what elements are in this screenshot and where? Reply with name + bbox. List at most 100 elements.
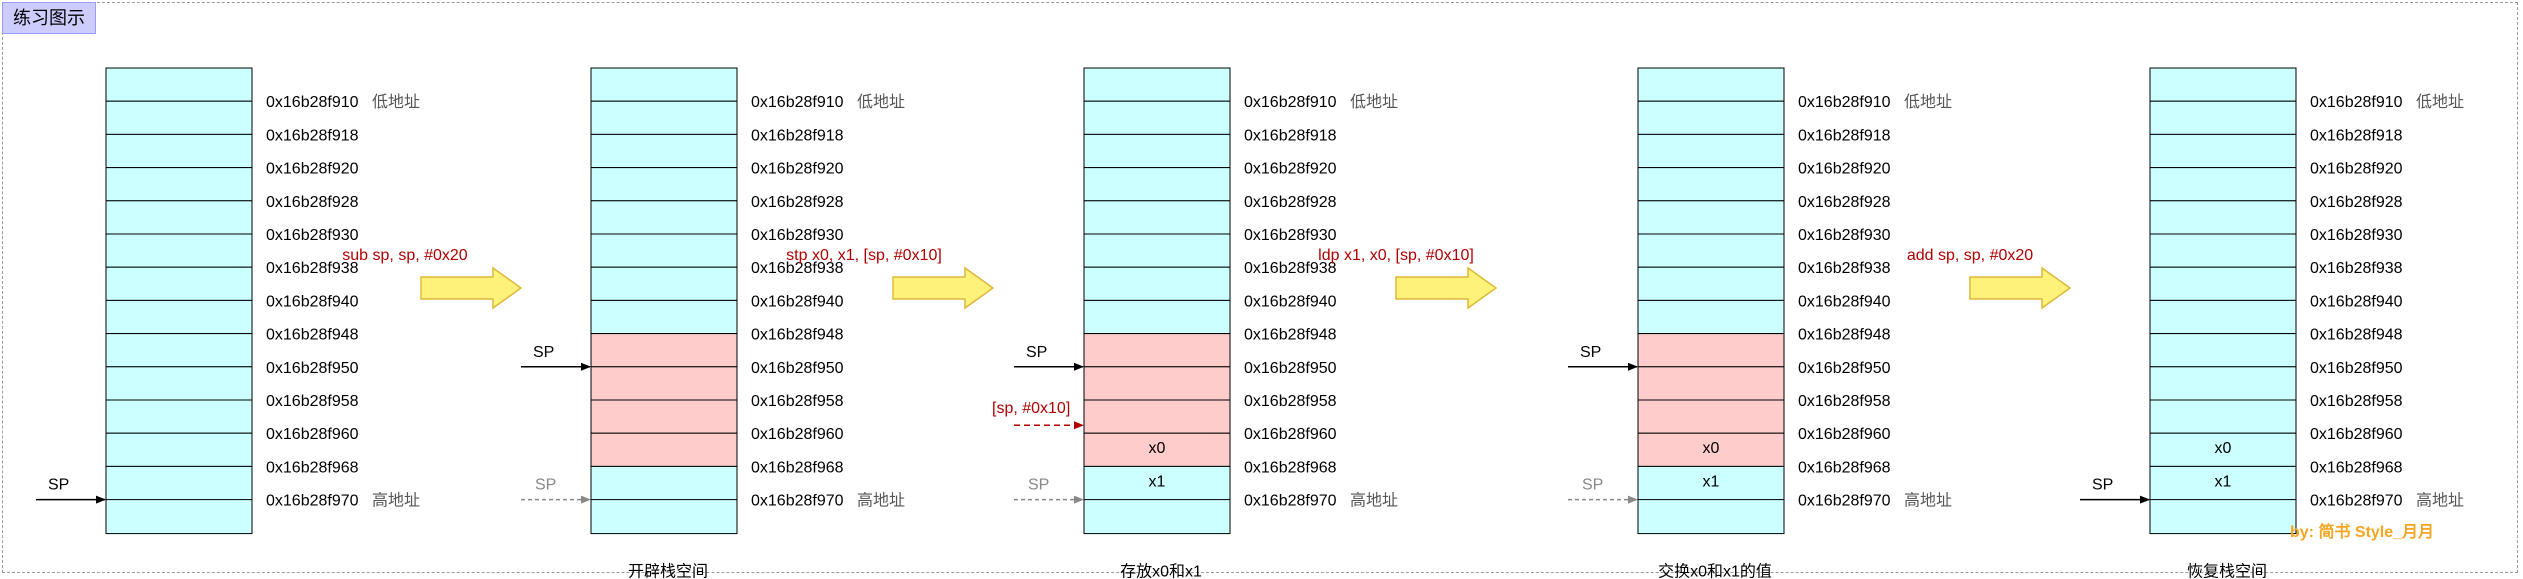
stack-cell	[105, 167, 253, 202]
address-label: 0x16b28f960	[1798, 426, 1891, 443]
address-label: 0x16b28f950	[751, 360, 844, 377]
address-label: 0x16b28f930	[751, 227, 844, 244]
address-label: 0x16b28f968	[266, 459, 359, 476]
x0-value: x0	[2215, 440, 2232, 457]
frame-title: 练习图示	[2, 2, 96, 34]
stack-cell	[2149, 366, 2297, 401]
stack-cell	[590, 200, 738, 235]
stack-cell	[1637, 299, 1785, 335]
address-label: 0x16b28f970	[1244, 493, 1337, 510]
address-label: 0x16b28f940	[1798, 293, 1891, 310]
stack-cell	[1083, 67, 1231, 102]
stack-cell	[2149, 299, 2297, 335]
stack-cell	[2149, 233, 2297, 268]
address-label: 0x16b28f920	[266, 161, 359, 178]
instruction-label: stp x0, x1, [sp, #0x10]	[786, 247, 942, 264]
stack-caption: 开辟栈空间	[628, 563, 708, 579]
address-label: 0x16b28f938	[1244, 260, 1337, 277]
stack-cell	[2149, 266, 2297, 301]
address-label: 0x16b28f938	[1798, 260, 1891, 277]
address-label: 0x16b28f940	[1244, 293, 1337, 310]
address-label: 0x16b28f928	[2310, 194, 2403, 211]
stack-cell	[2149, 200, 2297, 235]
stack-cell	[2149, 465, 2297, 501]
step-arrow-icon	[1969, 266, 2072, 310]
stack-cell	[590, 233, 738, 268]
address-label: 0x16b28f960	[2310, 426, 2403, 443]
address-label: 0x16b28f938	[266, 260, 359, 277]
address-label: 0x16b28f910	[751, 94, 844, 111]
address-label: 0x16b28f910	[2310, 94, 2403, 111]
offset-pointer-label: [sp, #0x10]	[992, 400, 1070, 417]
address-label: 0x16b28f940	[751, 293, 844, 310]
stack-cell	[2149, 432, 2297, 467]
old-sp-pointer-label: SP	[1582, 477, 1603, 494]
stack-cell	[105, 399, 253, 434]
stack-cell	[105, 299, 253, 335]
old-sp-pointer-label: SP	[1028, 477, 1049, 494]
address-label: 0x16b28f920	[751, 161, 844, 178]
low-address-label: 低地址	[2416, 93, 2464, 111]
address-label: 0x16b28f918	[1244, 127, 1337, 144]
instruction-label: sub sp, sp, #0x20	[342, 247, 468, 264]
address-label: 0x16b28f950	[1798, 360, 1891, 377]
stack-cell	[2149, 167, 2297, 202]
address-label: 0x16b28f918	[1798, 127, 1891, 144]
stack-cell	[1083, 266, 1231, 301]
address-label: 0x16b28f910	[266, 94, 359, 111]
stack-cell	[590, 333, 738, 368]
old-sp-pointer-label: SP	[535, 477, 556, 494]
address-label: 0x16b28f930	[266, 227, 359, 244]
instruction-label: add sp, sp, #0x20	[1907, 247, 2033, 264]
stack-cell	[105, 133, 253, 169]
stack-cell	[590, 399, 738, 434]
stack-cell	[1083, 333, 1231, 368]
stack-cell	[1083, 299, 1231, 335]
stack-cell	[105, 200, 253, 235]
stack-cell	[105, 333, 253, 368]
stack-cell	[590, 465, 738, 501]
address-label: 0x16b28f968	[1244, 459, 1337, 476]
low-address-label: 低地址	[1904, 93, 1952, 111]
stack-cell	[1637, 233, 1785, 268]
address-label: 0x16b28f910	[1798, 94, 1891, 111]
stack-cell	[1637, 333, 1785, 368]
address-label: 0x16b28f930	[1798, 227, 1891, 244]
address-label: 0x16b28f970	[751, 493, 844, 510]
stack-cell	[1637, 200, 1785, 235]
stack-caption: 存放x0和x1	[1120, 563, 1202, 579]
address-label: 0x16b28f970	[266, 493, 359, 510]
address-label: 0x16b28f948	[266, 327, 359, 344]
address-label: 0x16b28f958	[1798, 393, 1891, 410]
address-label: 0x16b28f948	[1244, 327, 1337, 344]
signature: by: 简书 Style_月月	[2290, 522, 2434, 541]
address-label: 0x16b28f960	[1244, 426, 1337, 443]
stack-cell	[1637, 67, 1785, 102]
address-label: 0x16b28f968	[751, 459, 844, 476]
address-label: 0x16b28f950	[266, 360, 359, 377]
stack-cell	[105, 233, 253, 268]
low-address-label: 低地址	[857, 93, 905, 111]
high-address-label: 高地址	[1904, 492, 1952, 510]
stack-cell	[2149, 333, 2297, 368]
address-label: 0x16b28f930	[2310, 227, 2403, 244]
stack-cell	[1637, 266, 1785, 301]
address-label: 0x16b28f918	[751, 127, 844, 144]
x1-value: x1	[1149, 473, 1166, 490]
stack-caption: 恢复栈空间	[2187, 563, 2267, 579]
high-address-label: 高地址	[857, 492, 905, 510]
stack-cell	[590, 67, 738, 102]
address-label: 0x16b28f968	[1798, 459, 1891, 476]
address-label: 0x16b28f948	[751, 327, 844, 344]
address-label: 0x16b28f938	[751, 260, 844, 277]
stack-cell	[590, 299, 738, 335]
stack-cell	[105, 266, 253, 301]
sp-pointer-label: SP	[1580, 344, 1601, 361]
address-label: 0x16b28f970	[2310, 493, 2403, 510]
stack-cell	[590, 100, 738, 135]
address-label: 0x16b28f928	[266, 194, 359, 211]
step-arrow-icon	[892, 266, 995, 310]
x1-value: x1	[1703, 473, 1720, 490]
x0-value: x0	[1149, 440, 1166, 457]
low-address-label: 低地址	[1350, 93, 1398, 111]
